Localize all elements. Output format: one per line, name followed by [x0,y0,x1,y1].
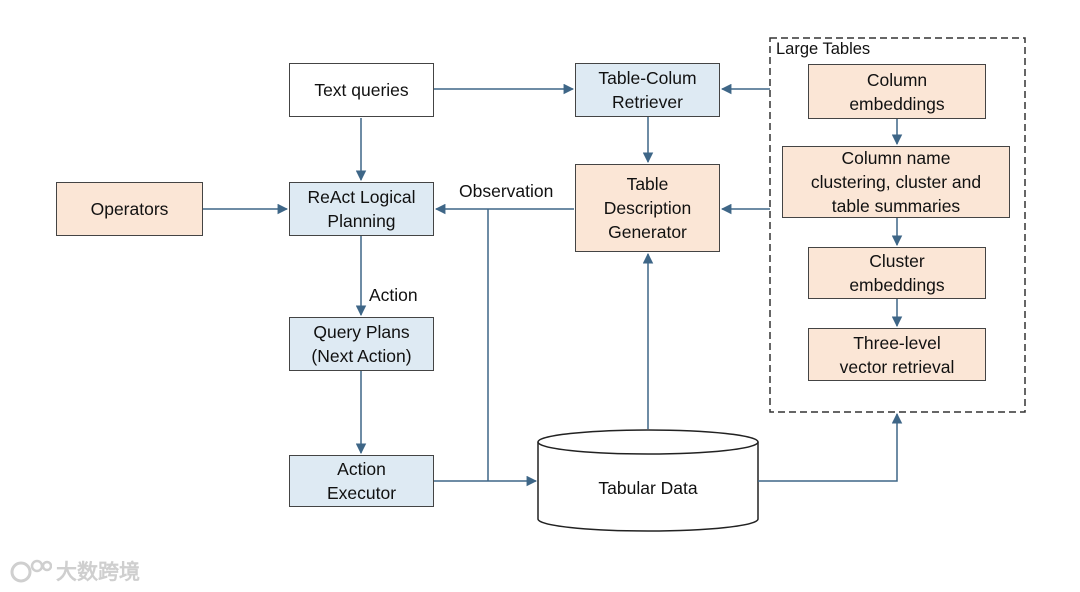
cluster-embeddings-node: Cluster embeddings [808,247,986,299]
watermark-logo-icon [10,559,52,583]
action-label: Action [369,285,418,305]
text-queries-node: Text queries [289,63,434,117]
operators-node: Operators [56,182,203,236]
tabular-data-cylinder [537,429,759,532]
react-planning-node: ReAct Logical Planning [289,182,434,236]
query-plans-node: Query Plans (Next Action) [289,317,434,371]
action-executor-node: Action Executor [289,455,434,507]
arrow-data-to-large-tables [758,412,903,482]
column-embeddings-node: Column embeddings [808,64,986,119]
watermark-text: 大数跨境 [56,561,140,584]
large-tables-group [769,37,1026,413]
tabular-data-label: Tabular Data [598,478,698,498]
description-generator-node: Table Description Generator [575,164,720,252]
clustering-node: Column name clustering, cluster and tabl… [782,146,1010,218]
retriever-node: Table-Colum Retriever [575,63,720,117]
observation-label: Observation [459,181,554,201]
watermark: 大数跨境 [8,556,140,586]
large-tables-label: Large Tables [776,40,871,58]
three-level-retrieval-node: Three-level vector retrieval [808,328,986,381]
